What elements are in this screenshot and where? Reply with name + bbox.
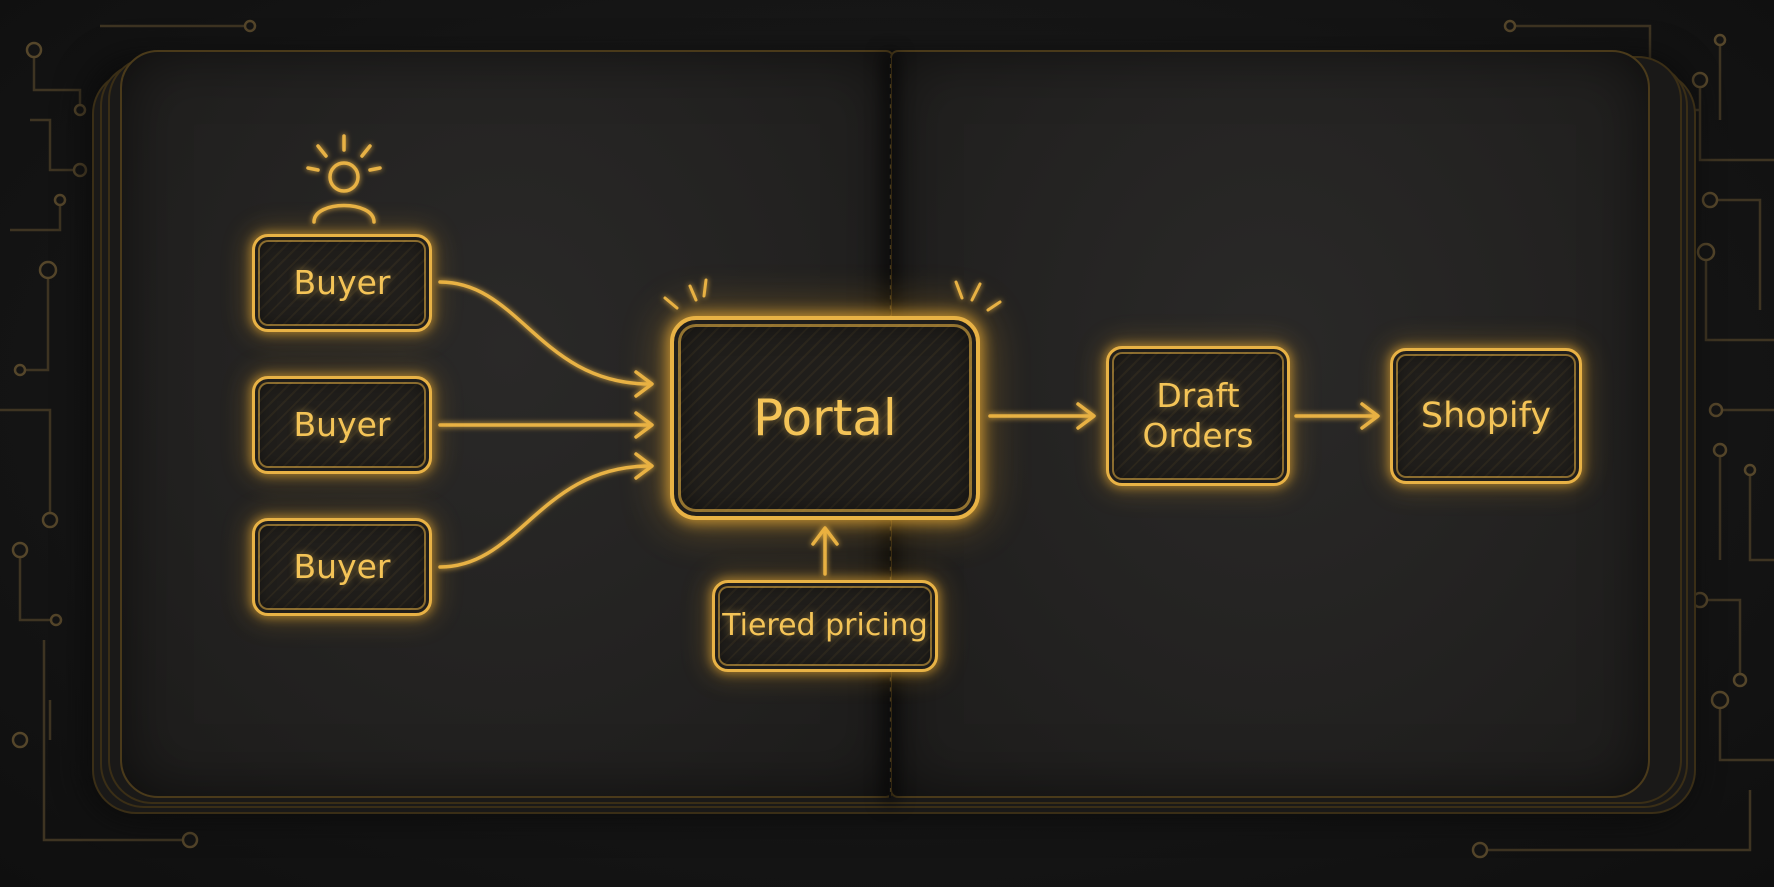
portal-node-label: Portal	[753, 389, 897, 447]
buyer-node-3: Buyer	[252, 518, 432, 616]
buyer-node-2: Buyer	[252, 376, 432, 474]
portal-node: Portal	[670, 316, 980, 520]
draft-orders-label: Draft Orders	[1142, 376, 1254, 455]
buyer-node-label: Buyer	[293, 547, 391, 587]
shopify-label: Shopify	[1420, 396, 1552, 436]
buyer-node-label: Buyer	[293, 405, 391, 445]
buyer-node-label: Buyer	[293, 263, 391, 303]
edge-pricing-portal-arrowhead	[811, 526, 839, 546]
person-icon	[306, 134, 382, 224]
shopify-node: Shopify	[1390, 348, 1582, 484]
tiered-pricing-node: Tiered pricing	[712, 580, 938, 672]
edge-portal-draft-orders-arrowhead	[1076, 402, 1096, 430]
buyer-node-1: Buyer	[252, 234, 432, 332]
draft-orders-node: Draft Orders	[1106, 346, 1290, 486]
edge-buyer-3-portal	[438, 464, 652, 569]
edge-buyer-3-portal-arrowhead	[634, 452, 654, 480]
sparkle-icon	[663, 278, 1002, 312]
edge-draft-orders-shopify-arrowhead	[1360, 402, 1380, 430]
edge-buyer-2-portal-arrowhead	[634, 411, 654, 439]
tiered-pricing-label: Tiered pricing	[722, 608, 928, 643]
edge-buyer-1-portal	[438, 280, 652, 386]
edge-buyer-1-portal-arrowhead	[634, 370, 654, 398]
